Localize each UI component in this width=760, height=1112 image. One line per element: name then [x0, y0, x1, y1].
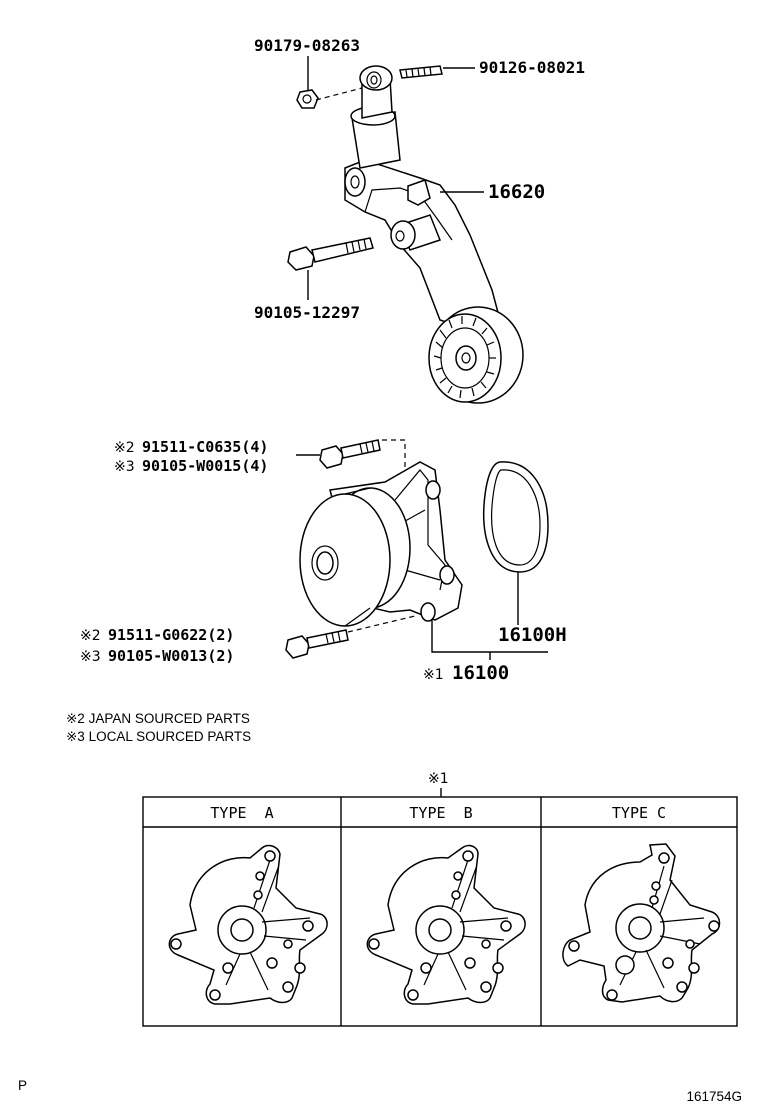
water-pump-part [299, 461, 463, 627]
footer-left: P [18, 1078, 27, 1093]
type-c-header: TYPE C [612, 804, 666, 822]
gasket-part [482, 461, 549, 573]
mark-water-pump: ※1 [423, 667, 444, 683]
note-local: ※3 LOCAL SOURCED PARTS [66, 729, 251, 744]
label-pump-top-bolt-1: 91511-C0635(4) [142, 438, 268, 456]
pump-bottom-bolt-part [285, 615, 416, 659]
label-pump-top-bolt-2: 90105-W0015(4) [142, 457, 268, 475]
label-water-pump: 16100 [452, 662, 509, 684]
note-japan: ※2 JAPAN SOURCED PARTS [66, 711, 250, 726]
mark-bottom-1: ※2 [80, 628, 101, 644]
label-nut: 90179-08263 [254, 36, 360, 55]
figure-number: 161754G [686, 1089, 742, 1104]
mark-top-1: ※2 [114, 440, 135, 456]
pump-top-bolt-part [319, 439, 406, 470]
label-stud: 90126-08021 [479, 58, 585, 77]
type-b-header: TYPE B [409, 804, 472, 822]
type-c-drawing [562, 843, 721, 1003]
label-tensioner: 16620 [488, 181, 545, 203]
table-ref-mark: ※1 [428, 771, 449, 787]
mark-top-2: ※3 [114, 459, 135, 475]
type-b-drawing [366, 844, 526, 1005]
type-a-drawing [168, 844, 328, 1005]
label-tensioner-bolt: 90105-12297 [254, 303, 360, 322]
label-pump-bottom-bolt-2: 90105-W0013(2) [108, 647, 234, 665]
mark-bottom-2: ※3 [80, 649, 101, 665]
stud-part [399, 65, 443, 79]
nut-part [296, 87, 363, 109]
label-gasket: 16100H [498, 624, 567, 646]
type-table: ※1 TYPE A TYPE B TYPE C [142, 771, 738, 1027]
type-a-header: TYPE A [210, 804, 273, 822]
tensioner-bolt-part [287, 237, 374, 271]
tensioner-assembly [344, 65, 524, 404]
label-pump-bottom-bolt-1: 91511-G0622(2) [108, 626, 234, 644]
